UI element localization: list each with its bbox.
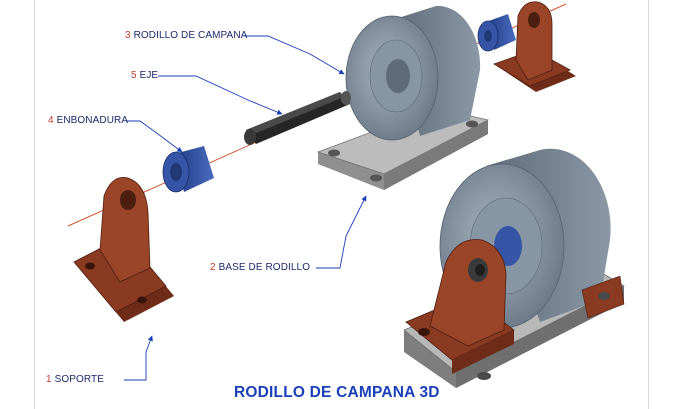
callout-rodillo-label: RODILLO DE CAMPANA <box>133 30 248 41</box>
callout-eje-label: EJE <box>139 70 159 81</box>
callout-soporte-label: SOPORTE <box>54 374 104 385</box>
callout-enbonadura-label: ENBONADURA <box>56 115 129 126</box>
callout-base-number: 2 <box>210 262 216 273</box>
callout-eje-number: 5 <box>131 70 137 81</box>
frame-left-line <box>34 0 35 409</box>
callout-enbonadura-number: 4 <box>48 115 54 126</box>
callout-soporte: 1 SOPORTE <box>46 374 104 386</box>
bushing-exploded-right <box>477 14 516 52</box>
support-bracket-exploded-left <box>73 177 174 322</box>
frame-right-line <box>648 0 649 409</box>
callout-rodillo-number: 3 <box>125 30 131 41</box>
leader-rodillo <box>244 35 345 75</box>
leader-base <box>316 195 367 269</box>
shaft-exploded <box>244 91 351 145</box>
support-bracket-exploded-right <box>493 1 576 92</box>
leader-soporte <box>124 335 153 381</box>
callout-base-label: BASE DE RODILLO <box>218 262 311 273</box>
callout-rodillo: 3 RODILLO DE CAMPANA <box>125 30 247 42</box>
leader-enbonadura <box>126 120 183 153</box>
callout-enbonadura: 4 ENBONADURA <box>48 115 128 127</box>
roller-exploded <box>345 5 481 141</box>
assembled-roller-unit <box>403 148 625 388</box>
drawing-title: RODILLO DE CAMPANA 3D <box>234 384 440 401</box>
callout-base: 2 BASE DE RODILLO <box>210 262 310 274</box>
leader-lines <box>124 35 367 381</box>
callout-soporte-number: 1 <box>46 374 52 385</box>
bushing-exploded-left <box>162 146 214 193</box>
callout-eje: 5 EJE <box>131 70 158 82</box>
leader-eje <box>158 75 283 115</box>
